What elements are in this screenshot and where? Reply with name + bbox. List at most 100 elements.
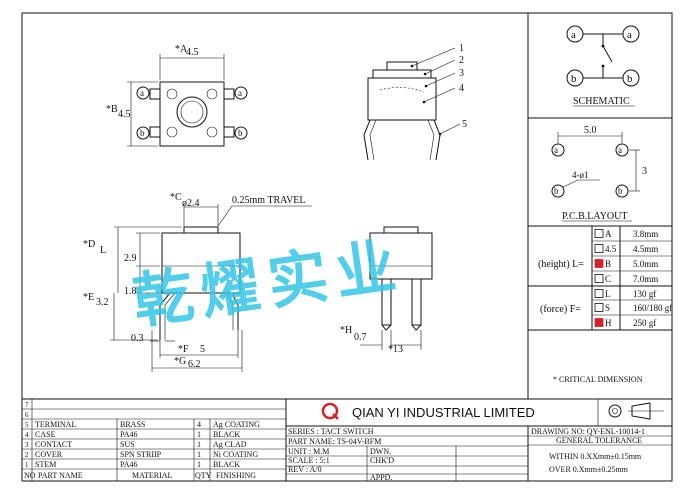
svg-text:SCALE : 5:1: SCALE : 5:1 [288, 456, 330, 465]
svg-text:L: L [100, 245, 106, 256]
svg-text:0.7: 0.7 [354, 332, 367, 343]
option-checkbox[interactable] [594, 274, 604, 283]
svg-text:*C: *C [170, 192, 182, 203]
bom-cell: BRASS [120, 420, 145, 429]
svg-text:*E: *E [83, 292, 94, 303]
bom-cell: 1 [197, 460, 201, 469]
option-code: S [605, 303, 610, 313]
svg-text:4.5: 4.5 [186, 47, 199, 58]
bom-cell: STEM [35, 460, 56, 469]
bom-cell: COVER [35, 450, 63, 459]
company-name: QIAN YI INDUSTRIAL LIMITED [352, 405, 535, 420]
svg-text:OVER 0.Xmm±0.25mm: OVER 0.Xmm±0.25mm [549, 465, 629, 474]
sheet-border [21, 12, 673, 482]
svg-text:6.2: 6.2 [188, 359, 201, 370]
option-value: 3.8mm [633, 229, 658, 239]
svg-text:a: a [627, 29, 632, 41]
bom-cell: SPN STRIIP [120, 450, 162, 459]
bom-row-number: 3 [25, 441, 29, 449]
bom-cell: 4 [197, 420, 201, 429]
svg-text:CHK'D: CHK'D [370, 456, 394, 465]
company-logo [321, 402, 339, 420]
svg-text:(force) F=: (force) F= [540, 304, 581, 315]
svg-text:5: 5 [462, 119, 467, 130]
svg-text:DRAWING NO: QY-ENL-10014-1: DRAWING NO: QY-ENL-10014-1 [531, 427, 645, 436]
bom-header-cell: QTY [195, 471, 212, 480]
svg-text:*B: *B [106, 104, 118, 115]
option-code: H [605, 318, 612, 328]
watermark-text: 乾燿实业 [129, 232, 408, 336]
option-value: 250 gf [633, 318, 656, 328]
svg-text:b: b [571, 73, 577, 85]
svg-text:*G: *G [174, 356, 186, 367]
svg-text:4: 4 [459, 83, 464, 94]
svg-text:a: a [140, 88, 144, 98]
svg-text:*H: *H [340, 325, 352, 336]
svg-text:a: a [571, 29, 576, 41]
option-value: 5.0mm [633, 259, 658, 269]
bom-cell: 1 [197, 430, 201, 439]
option-value: 4.5mm [633, 244, 658, 254]
option-code: C [605, 274, 611, 284]
bom-cell: 1 [197, 450, 201, 459]
critical-dimension-note: * CRITICAL DIMENSION [553, 375, 643, 384]
svg-text:REV : A/0: REV : A/0 [288, 465, 322, 474]
bom-cell: SUS [120, 440, 135, 449]
bom-cell: TERMINAL [35, 420, 76, 429]
bom-row-number: 5 [25, 421, 29, 429]
front-view: *C ø2.4 0.25mm TRAVEL *D L 2.9 1.8 *E 3.… [83, 192, 312, 372]
svg-text:3.2: 3.2 [96, 297, 109, 308]
svg-text:b: b [618, 186, 623, 196]
bom-header-cell: NO [24, 471, 36, 480]
svg-text:P.C.B.LAYOUT: P.C.B.LAYOUT [562, 211, 627, 222]
svg-text:*13: *13 [388, 344, 403, 355]
option-checkbox[interactable] [594, 318, 604, 327]
bom-cell: BLACK [213, 460, 240, 469]
option-code: L [605, 289, 611, 299]
svg-text:WITHIN 0.XXmm±0.15mm: WITHIN 0.XXmm±0.15mm [549, 452, 642, 461]
svg-text:2: 2 [459, 55, 464, 66]
option-value: 160/180 gf [633, 303, 672, 313]
option-checkbox[interactable] [594, 259, 604, 268]
top-view: a a b b *A 4.5 *B 4.5 [106, 44, 248, 147]
svg-text:0.3: 0.3 [131, 333, 144, 344]
bom-row-number: 7 [25, 401, 29, 409]
svg-text:4.5: 4.5 [118, 109, 131, 120]
svg-text:*A: *A [175, 44, 188, 55]
bom-cell: CONTACT [35, 440, 72, 449]
bom-cell: Ag CLAD [213, 440, 247, 449]
bom-cell: Ni COATING [213, 450, 258, 459]
option-checkbox[interactable] [594, 229, 604, 238]
svg-text:*D: *D [83, 239, 95, 250]
pcb-layout: a a b b 5.0 3 4-ø1 P.C.B.LAYOUT [551, 125, 647, 222]
bom-header-cell: MATERIAL [132, 471, 173, 480]
svg-text:b: b [140, 128, 145, 138]
svg-text:1: 1 [459, 43, 464, 54]
bom-header-cell: PART NAME [38, 471, 83, 480]
end-view: *H 0.7 *13 [340, 226, 433, 355]
svg-text:1.8: 1.8 [124, 286, 137, 297]
svg-text:3: 3 [459, 68, 464, 79]
option-value: 7.0mm [633, 274, 658, 284]
svg-text:APPD.: APPD. [370, 473, 392, 482]
svg-text:5.0: 5.0 [584, 125, 597, 136]
svg-text:a: a [618, 145, 622, 155]
option-code: 4.5 [605, 244, 617, 254]
option-checkbox[interactable] [594, 289, 604, 298]
svg-text:PART NAME: TS-04V-BFM: PART NAME: TS-04V-BFM [288, 437, 381, 446]
svg-text:4-ø1: 4-ø1 [572, 170, 589, 180]
svg-text:b: b [627, 73, 633, 85]
option-checkbox[interactable] [594, 244, 604, 253]
svg-text:UNIT : M.M: UNIT : M.M [288, 447, 329, 456]
bom-row-number: 1 [25, 461, 29, 469]
svg-text:a: a [554, 145, 558, 155]
bom-cell: Ag COATING [213, 420, 260, 429]
svg-text:5: 5 [200, 344, 205, 355]
option-checkbox[interactable] [594, 303, 604, 312]
svg-text:*F: *F [178, 344, 189, 355]
bom-cell: BLACK [213, 430, 240, 439]
svg-text:b: b [238, 128, 243, 138]
